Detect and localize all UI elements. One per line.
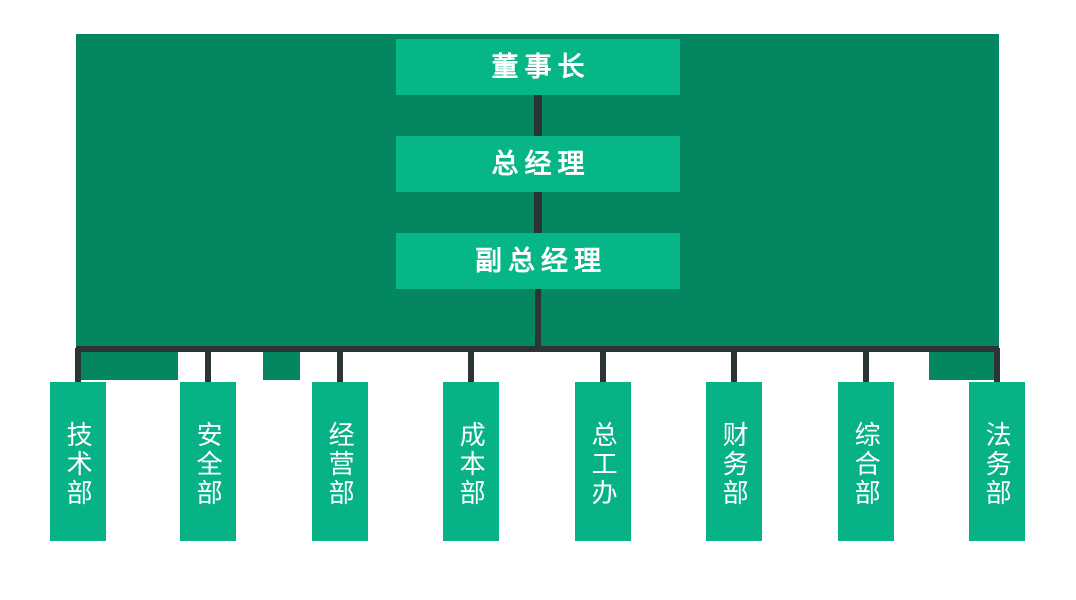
dept-box[interactable]: 法务部	[969, 382, 1025, 541]
node-general-manager[interactable]: 总经理	[396, 136, 680, 192]
dept-box[interactable]: 财务部	[706, 382, 762, 541]
backdrop-panel-tab-left	[76, 348, 178, 380]
connector-leg-5	[600, 348, 606, 386]
node-chairman[interactable]: 董事长	[396, 39, 680, 95]
backdrop-panel-tab-right	[929, 348, 999, 380]
connector-leg-7	[863, 348, 869, 386]
dept-box[interactable]: 总工办	[575, 382, 631, 541]
connector-chairman-to-general-manager	[534, 95, 542, 136]
connector-general-manager-to-deputy	[534, 192, 542, 233]
backdrop-panel-tab-middle	[263, 348, 300, 380]
connector-deputy-stem	[535, 289, 541, 348]
connector-leg-6	[731, 348, 737, 386]
connector-leg-1	[75, 348, 81, 386]
dept-box[interactable]: 综合部	[838, 382, 894, 541]
dept-box[interactable]: 成本部	[443, 382, 499, 541]
connector-leg-4	[468, 348, 474, 386]
dept-box[interactable]: 技术部	[50, 382, 106, 541]
connector-horizontal-bus	[76, 346, 999, 352]
connector-leg-3	[337, 348, 343, 386]
connector-leg-8	[994, 348, 1000, 386]
dept-box[interactable]: 经营部	[312, 382, 368, 541]
dept-box[interactable]: 安全部	[180, 382, 236, 541]
connector-leg-2	[205, 348, 211, 386]
node-deputy-general-manager[interactable]: 副总经理	[396, 233, 680, 289]
